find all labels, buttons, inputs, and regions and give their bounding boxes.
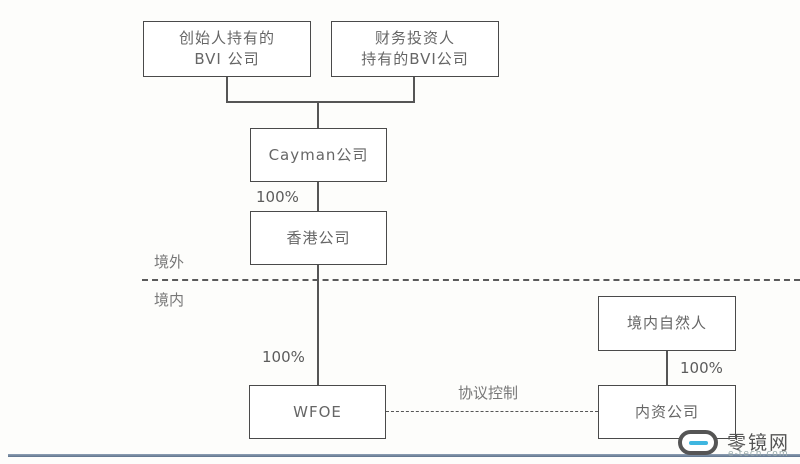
domestic-company-node: 内资公司 [598,385,736,439]
watermark-logo-pill [689,441,708,445]
wfoe-node: WFOE [249,385,386,439]
cayman-node: Cayman公司 [250,128,387,182]
investor-bvi-node: 财务投资人 持有的BVI公司 [331,21,499,77]
hk-to-wfoe-connector [317,265,319,386]
watermark-text: 零镜网 [727,432,791,454]
person-to-company-connector [666,351,668,386]
domestic-company-label: 内资公司 [634,402,699,421]
domestic-person-node: 境内自然人 [598,296,736,351]
hongkong-label: 香港公司 [286,228,351,247]
bottom-divider [8,454,800,457]
investor-connector [413,77,415,102]
investor-bvi-line1: 财务投资人 [374,29,455,47]
domestic-person-label: 境内自然人 [626,314,707,332]
trunk-to-cayman [317,101,319,129]
founder-connector [226,77,228,102]
founder-bvi-node: 创始人持有的 BVI 公司 [143,21,311,77]
watermark-subtext: e-tech.com [728,449,789,459]
onshore-zone-label: 境内 [154,291,185,309]
contract-control-label: 协议控制 [458,384,519,402]
person-to-company-percent: 100% [680,359,723,377]
offshore-zone-label: 境外 [154,253,185,271]
hongkong-node: 香港公司 [250,211,387,265]
watermark-logo-icon [678,430,718,455]
hk-to-wfoe-percent: 100% [262,348,305,366]
wfoe-label: WFOE [293,402,342,421]
founder-bvi-line2: BVI 公司 [194,50,260,68]
cayman-to-hk-connector [317,182,319,212]
cayman-to-hk-percent: 100% [256,188,299,206]
bvi-join-connector [226,101,415,103]
contract-control-connector [386,411,598,412]
cayman-label: Cayman公司 [268,145,369,164]
investor-bvi-line2: 持有的BVI公司 [361,50,469,68]
founder-bvi-line1: 创始人持有的 [178,29,275,47]
border-divider [142,279,800,281]
